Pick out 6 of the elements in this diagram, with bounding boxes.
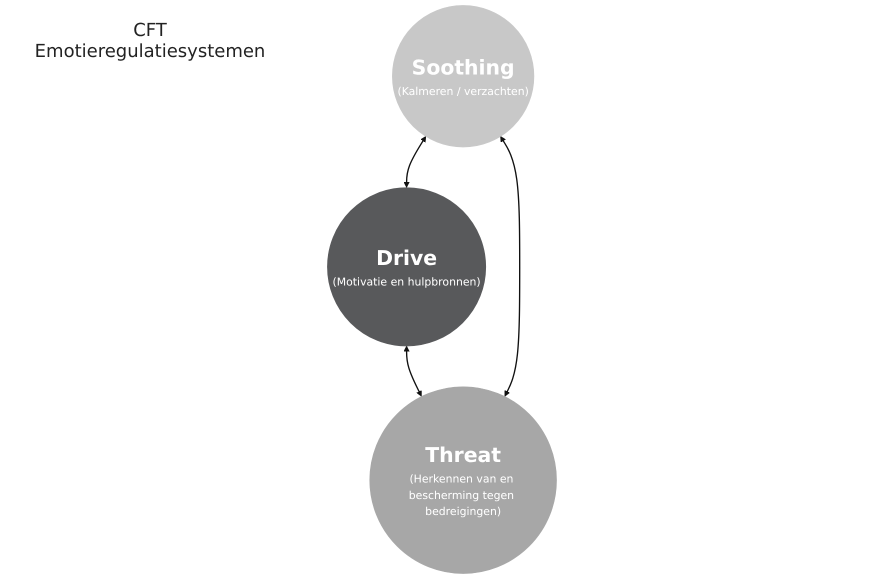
center-label: CFT Emotieregulatiesystemen	[34, 20, 266, 62]
node-circle: Threat (Herkennen van en bescherming tegen bedreigingen)	[369, 386, 557, 574]
node-circle: Drive (Motivatie en hulpbronnen)	[327, 187, 486, 346]
arrow	[404, 136, 426, 188]
arrow	[404, 346, 422, 397]
arrow	[500, 136, 520, 397]
